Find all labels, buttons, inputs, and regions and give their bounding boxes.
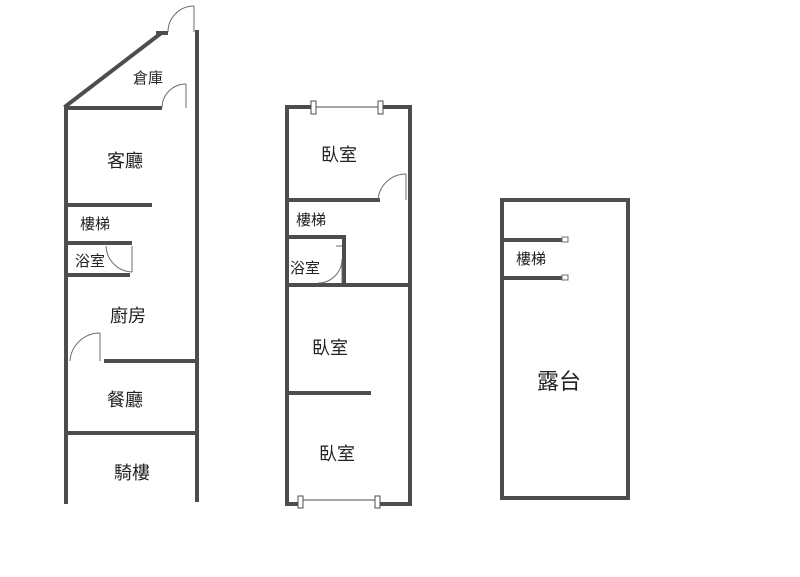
bedroom-top-label: 臥室 (321, 145, 357, 166)
floor-2-bathroom-label: 浴室 (290, 259, 320, 277)
floor-1-stairs-label: 樓梯 (80, 215, 110, 233)
dining-room-label: 餐廳 (107, 390, 143, 411)
storage-label: 倉庫 (133, 69, 163, 87)
arcade-label: 騎樓 (114, 463, 150, 484)
floor-2-stairs-label: 樓梯 (296, 211, 326, 229)
storage-inner-door (161, 83, 187, 109)
bathroom-door (105, 245, 133, 273)
floor-2-bathroom-door (317, 245, 343, 284)
kitchen-door (69, 332, 101, 362)
floor-3-plan: 樓梯 露台 (500, 198, 630, 500)
floor-3-outer-wall (500, 198, 630, 500)
floor-3-stairs-label: 樓梯 (516, 250, 546, 268)
floor-1-bathroom-label: 浴室 (75, 252, 105, 270)
bedroom-middle-label: 臥室 (312, 338, 348, 359)
floor-2-plan: 臥室 樓梯 浴室 臥室 臥室 (285, 100, 412, 509)
bedroom-top-door (377, 173, 407, 201)
floor-1-plan: 倉庫 客廳 樓梯 浴室 廚房 餐廳 騎樓 (63, 5, 199, 504)
storage-entrance-door (167, 5, 195, 33)
floor-1-diagonal-wall (63, 31, 163, 109)
floor-3-stairs-marks (561, 236, 569, 281)
floor-2-top-window (310, 100, 384, 115)
bedroom-bottom-label: 臥室 (319, 444, 355, 465)
terrace-label: 露台 (537, 370, 581, 395)
living-room-label: 客廳 (107, 151, 143, 172)
kitchen-label: 廚房 (110, 305, 146, 327)
floor-2-bottom-window (297, 495, 381, 509)
